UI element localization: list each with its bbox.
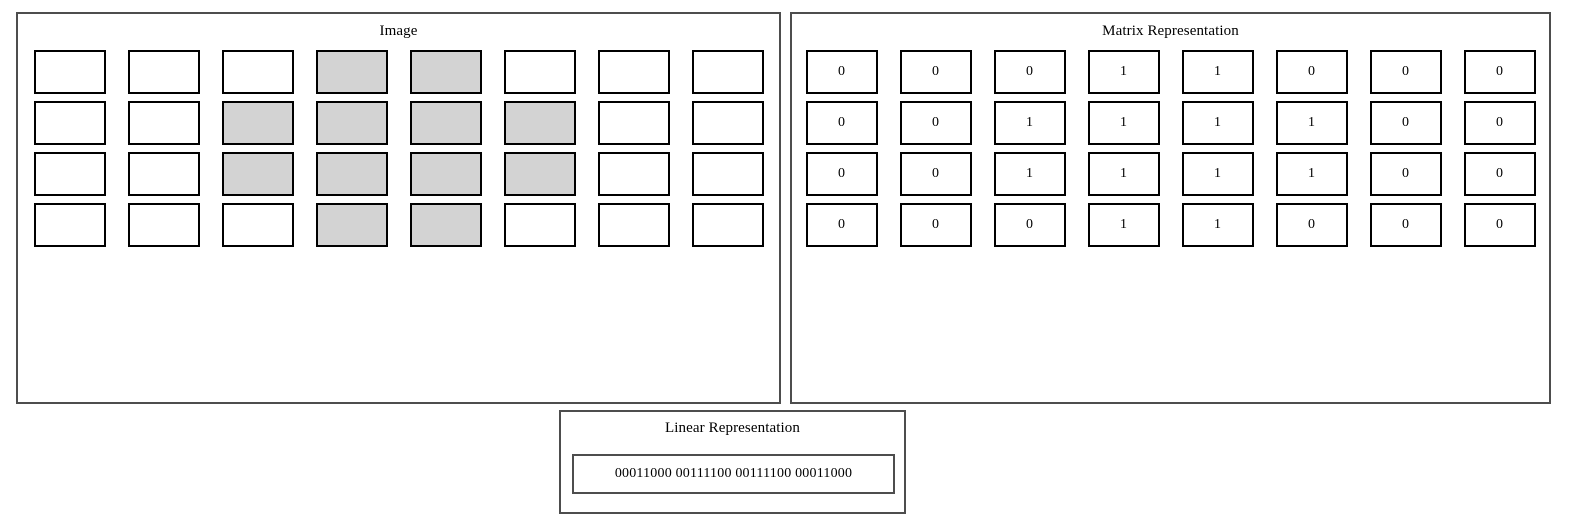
image-pixel-on <box>221 152 294 196</box>
matrix-cell: 0 <box>1369 101 1442 145</box>
image-pixel-on <box>221 101 294 145</box>
matrix-cell: 0 <box>1275 50 1348 94</box>
image-pixel-off <box>127 203 200 247</box>
matrix-cell: 0 <box>899 50 972 94</box>
image-grid-row <box>23 152 775 196</box>
matrix-cell: 0 <box>899 152 972 196</box>
matrix-panel-title: Matrix Representation <box>1102 23 1239 39</box>
matrix-cell: 1 <box>1181 101 1254 145</box>
image-pixel-off <box>33 152 106 196</box>
image-pixel-off <box>127 50 200 94</box>
image-pixel-off <box>33 101 106 145</box>
image-pixel-off <box>127 152 200 196</box>
matrix-cell: 0 <box>899 101 972 145</box>
matrix-cell: 0 <box>1369 203 1442 247</box>
matrix-cell: 0 <box>805 152 878 196</box>
image-panel-title: Image <box>379 23 418 39</box>
matrix-cell: 1 <box>1087 101 1160 145</box>
image-pixel-on <box>315 203 388 247</box>
image-pixel-on <box>503 152 576 196</box>
matrix-cell: 0 <box>805 203 878 247</box>
image-pixel-on <box>409 152 482 196</box>
matrix-cell: 0 <box>1369 50 1442 94</box>
linear-panel: Linear Representation 00011000 00111100 … <box>559 410 906 514</box>
matrix-cell: 0 <box>1369 152 1442 196</box>
matrix-cell: 0 <box>805 101 878 145</box>
linear-bitstring-value: 00011000 00111100 00111100 00011000 <box>572 454 895 494</box>
matrix-cell: 1 <box>1275 101 1348 145</box>
image-pixel-off <box>33 203 106 247</box>
matrix-cell: 1 <box>1275 152 1348 196</box>
matrix-cell: 1 <box>1181 152 1254 196</box>
image-pixel-off <box>221 50 294 94</box>
image-pixel-off <box>597 50 670 94</box>
matrix-cell: 1 <box>993 152 1066 196</box>
matrix-cell: 0 <box>993 203 1066 247</box>
matrix-cell: 1 <box>1181 50 1254 94</box>
matrix-cell: 1 <box>1087 203 1160 247</box>
matrix-cell: 1 <box>1181 203 1254 247</box>
image-pixel-off <box>691 152 764 196</box>
image-pixel-off <box>503 203 576 247</box>
image-pixel-off <box>221 203 294 247</box>
image-pixel-off <box>691 50 764 94</box>
image-pixel-off <box>33 50 106 94</box>
matrix-cell: 0 <box>1463 101 1536 145</box>
matrix-cell: 0 <box>1463 50 1536 94</box>
linear-panel-title: Linear Representation <box>665 420 800 436</box>
image-panel: Image <box>16 12 781 404</box>
matrix-cell: 0 <box>1463 203 1536 247</box>
image-pixel-off <box>597 152 670 196</box>
matrix-cell: 0 <box>805 50 878 94</box>
matrix-cell: 1 <box>993 101 1066 145</box>
matrix-cell: 1 <box>1087 50 1160 94</box>
image-pixel-off <box>597 203 670 247</box>
image-pixel-off <box>127 101 200 145</box>
image-pixel-on <box>409 101 482 145</box>
image-pixel-grid <box>18 50 779 254</box>
matrix-cell: 0 <box>993 50 1066 94</box>
image-grid-row <box>23 101 775 145</box>
image-pixel-on <box>315 152 388 196</box>
image-pixel-on <box>409 50 482 94</box>
matrix-cell: 0 <box>1275 203 1348 247</box>
image-pixel-on <box>315 101 388 145</box>
matrix-cell: 0 <box>1463 152 1536 196</box>
image-pixel-off <box>597 101 670 145</box>
image-pixel-off <box>691 101 764 145</box>
matrix-cell: 0 <box>899 203 972 247</box>
image-pixel-on <box>315 50 388 94</box>
image-pixel-on <box>409 203 482 247</box>
image-grid-row <box>23 50 775 94</box>
image-pixel-off <box>691 203 764 247</box>
image-pixel-on <box>503 101 576 145</box>
matrix-cell: 1 <box>1087 152 1160 196</box>
image-grid-row <box>23 203 775 247</box>
image-pixel-off <box>503 50 576 94</box>
